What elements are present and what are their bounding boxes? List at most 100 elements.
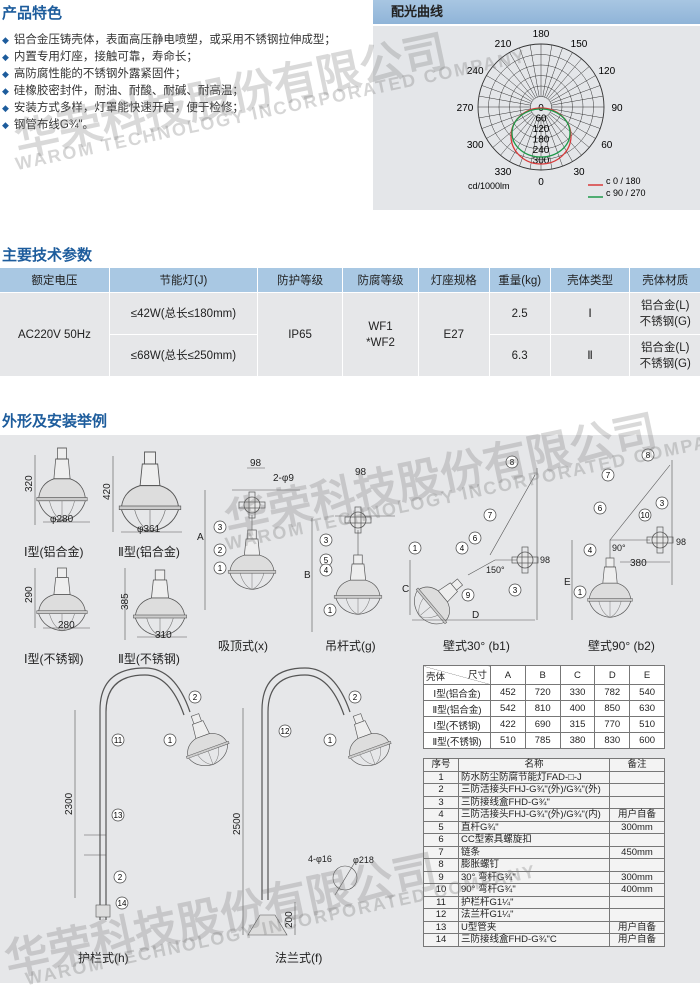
callout-number: 2: [353, 693, 358, 702]
polar-spoke: [500, 58, 535, 100]
material-al: 铝合金(L): [640, 299, 690, 312]
dim-label: 290: [24, 586, 35, 603]
part-note: [609, 895, 665, 909]
callout-circle: [455, 541, 469, 555]
dim-value: 380: [559, 732, 596, 749]
feature-item: ◆高防腐性能的不锈钢外露紧固件；: [2, 66, 336, 83]
callout-circle: [213, 520, 227, 534]
part-no: 4: [423, 808, 459, 822]
callout-number: 3: [218, 523, 223, 532]
dim-label: 98: [540, 555, 550, 565]
part-name: 防水防尘防腐节能灯FAD-□-J: [458, 770, 610, 784]
legend-label: c 0 / 180: [606, 176, 641, 186]
angle-tick-label: 120: [598, 66, 615, 77]
angle-tick-label: 330: [495, 167, 512, 178]
callout-circle: [573, 585, 587, 599]
feature-item: ◆硅橡胶密封件，耐油、耐酸、耐碱、耐高温；: [2, 83, 336, 100]
header-cell: D: [594, 665, 631, 685]
header-cell: 节能灯(J): [109, 268, 259, 293]
polar-spoke: [547, 114, 582, 156]
dim-value: 785: [524, 732, 561, 749]
callout-circle: [348, 690, 362, 704]
legend-label: c 90 / 270: [606, 188, 646, 198]
feature-text: 内置专用灯座，接触可靠，寿命长；: [13, 51, 198, 63]
part-note: 400mm: [609, 883, 665, 897]
diamond-bullet-icon: ◆: [2, 120, 9, 130]
angle-label: 90°: [612, 543, 626, 553]
corner-top-label: 尺寸: [467, 670, 487, 681]
specs-title: 主要技术参数: [2, 247, 93, 264]
dim-letter: D: [472, 610, 479, 621]
part-no: 8: [423, 858, 459, 872]
callout-number: 1: [328, 736, 333, 745]
angle-tick-label: 0: [538, 177, 544, 188]
part-name: 三防接线盒FHD-G¾": [458, 795, 610, 809]
part-note: 450mm: [609, 845, 665, 859]
part-no: 1: [423, 770, 459, 784]
callout-circle: [188, 690, 202, 704]
light-curve-title: 配光曲线: [373, 0, 700, 26]
callout-number: 13: [114, 811, 123, 820]
callout-number: 1: [218, 564, 223, 573]
callout-circle: [213, 561, 227, 575]
callout-number: 2: [118, 873, 123, 882]
polar-spoke: [478, 108, 531, 119]
table-header-row: 尺寸 壳体 A B C D E: [423, 665, 665, 685]
polar-spoke: [550, 85, 601, 104]
dim-value: 330: [559, 684, 596, 701]
callout-number: 10: [641, 511, 650, 520]
dim-value: 690: [524, 716, 561, 733]
part-note: 用户自备: [609, 933, 665, 947]
part-no: 14: [423, 933, 459, 947]
part-no: 10: [423, 883, 459, 897]
callout-number: 1: [328, 606, 333, 615]
anticorrosion-2: *WF2: [366, 336, 395, 349]
corner-cell: 尺寸 壳体: [423, 665, 491, 685]
flange-caption: 法兰式(f): [275, 951, 322, 965]
callout-number: 3: [660, 499, 665, 508]
callout-circle: [319, 563, 333, 577]
lamp-cell: ≤68W(总长≤250mm): [109, 334, 259, 376]
callout-number: 5: [324, 556, 329, 565]
dim-label: 4-φ16: [308, 854, 332, 864]
lamp-cell: ≤42W(总长≤180mm): [109, 292, 259, 335]
angle-tick-label: 150: [571, 39, 588, 50]
part-note: [609, 795, 665, 809]
header-cell: B: [524, 665, 561, 685]
dim-label: 200: [284, 911, 295, 928]
dim-label: 98: [250, 458, 262, 469]
install-title: 外形及安装举例: [2, 413, 108, 430]
angle-tick-label: 240: [467, 66, 484, 77]
dim-value: 782: [594, 684, 631, 701]
callout-number: 2: [193, 693, 198, 702]
callout-circle: [483, 508, 497, 522]
polar-spoke: [548, 113, 590, 148]
dim-value: 830: [594, 732, 631, 749]
part-name: 膨胀螺钉: [458, 858, 610, 872]
callout-number: 8: [510, 458, 515, 467]
table-header-row: 序号 名称 备注: [423, 758, 665, 772]
callout-circle: [468, 531, 482, 545]
part-name: CC型索具螺旋扣: [458, 833, 610, 847]
dim-value: 850: [594, 700, 631, 717]
feature-text: 硅橡胶密封件，耐油、耐酸、耐碱、耐高温；: [13, 85, 244, 97]
callout-number: 1: [168, 736, 173, 745]
features-list: ◆铝合金压铸壳体，表面高压静电喷塑，或采用不锈钢拉伸成型； ◆内置专用灯座，接触…: [2, 32, 336, 134]
header-cell: 壳体类型: [550, 268, 631, 293]
callout-number: 12: [281, 727, 290, 736]
callout-circle: [213, 543, 227, 557]
polar-spoke: [546, 115, 573, 162]
dim-letter: A: [197, 532, 204, 543]
callout-number: 6: [473, 534, 478, 543]
part-note: [609, 770, 665, 784]
callout-circle: [319, 533, 333, 547]
callout-circle: [113, 870, 127, 884]
